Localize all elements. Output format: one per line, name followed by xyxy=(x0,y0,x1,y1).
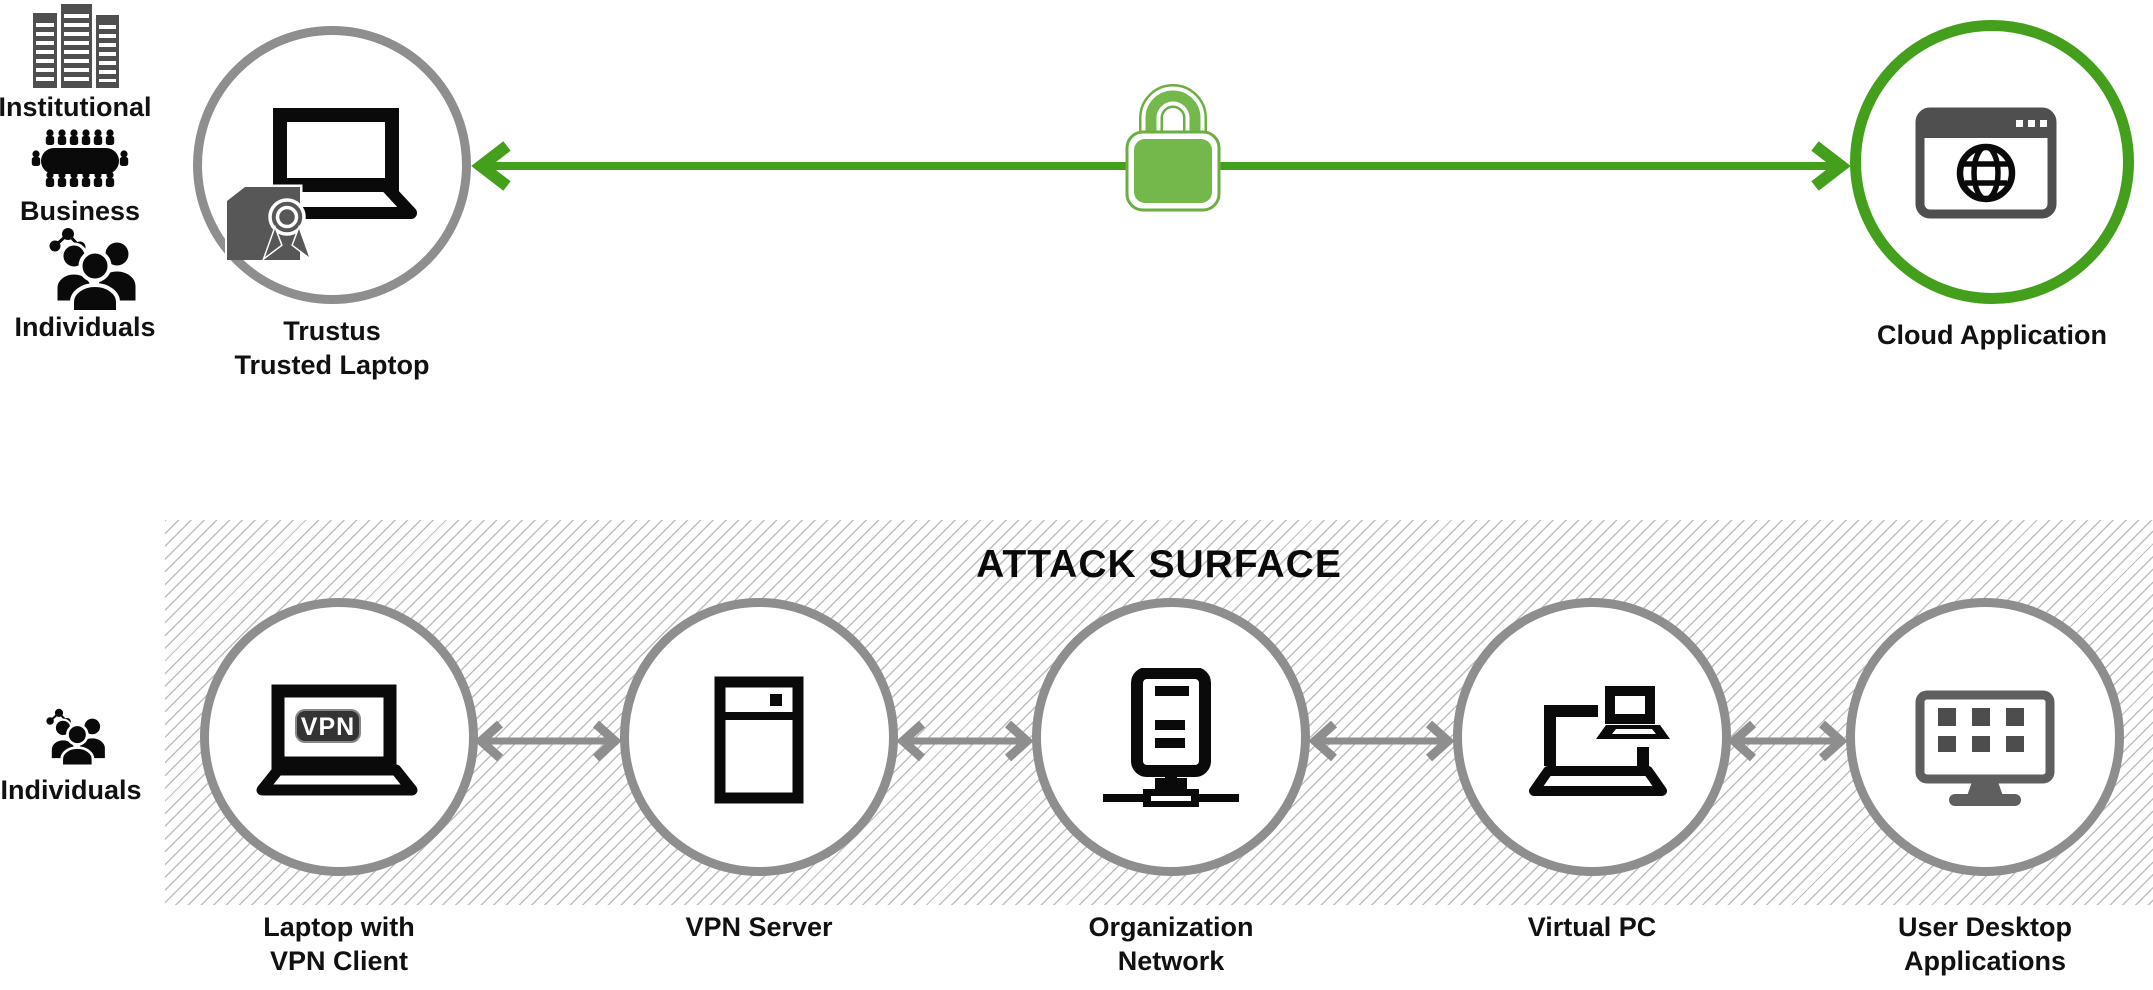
node-virtual-pc xyxy=(1453,598,1731,876)
attack-arrow-3 xyxy=(1308,720,1455,762)
network-server-icon xyxy=(1103,668,1239,807)
attack-surface-title: ATTACK SURFACE xyxy=(976,543,1342,586)
node-label-laptop-vpn: Laptop with VPN Client xyxy=(263,912,415,976)
browser-globe-icon xyxy=(1915,107,2057,219)
stakeholder-label-institutional: Institutional xyxy=(0,92,152,122)
dual-laptop-icon xyxy=(1529,681,1672,796)
stakeholder-label-individuals-bottom: Individuals xyxy=(0,775,142,805)
padlock-icon xyxy=(1125,84,1221,212)
attack-arrow-1 xyxy=(474,720,622,762)
node-cloud-application xyxy=(1850,20,2134,304)
laptop-vpn-icon: VPN xyxy=(256,684,418,796)
node-organization-network xyxy=(1032,598,1310,876)
server-icon xyxy=(714,676,804,804)
meeting-table-icon xyxy=(31,129,129,187)
node-label-virtual-pc: Virtual PC xyxy=(1527,912,1657,942)
people-group-icon xyxy=(46,708,107,766)
attack-arrow-2 xyxy=(896,720,1034,762)
node-laptop-vpn: VPN xyxy=(200,598,478,876)
laptop-certificate-icon xyxy=(225,108,417,260)
attack-arrow-4 xyxy=(1727,720,1848,762)
node-label-trusted-laptop: Trustus Trusted Laptop xyxy=(234,316,430,380)
node-label-organization-network: Organization Network xyxy=(1088,912,1254,976)
node-trusted-laptop xyxy=(193,26,471,304)
stakeholder-label-business: Business xyxy=(19,196,141,226)
desktop-apps-icon xyxy=(1915,690,2055,806)
node-label-vpn-server: VPN Server xyxy=(685,912,833,942)
buildings-icon xyxy=(33,4,119,88)
node-user-desktop-apps xyxy=(1846,598,2124,876)
node-label-cloud-application: Cloud Application xyxy=(1877,320,2107,350)
vpn-badge-text: VPN xyxy=(301,713,355,741)
node-label-user-desktop-apps: User Desktop Applications xyxy=(1897,912,2073,976)
node-vpn-server xyxy=(620,598,898,876)
stakeholder-label-individuals: Individuals xyxy=(14,312,156,342)
people-group-icon xyxy=(49,228,139,312)
